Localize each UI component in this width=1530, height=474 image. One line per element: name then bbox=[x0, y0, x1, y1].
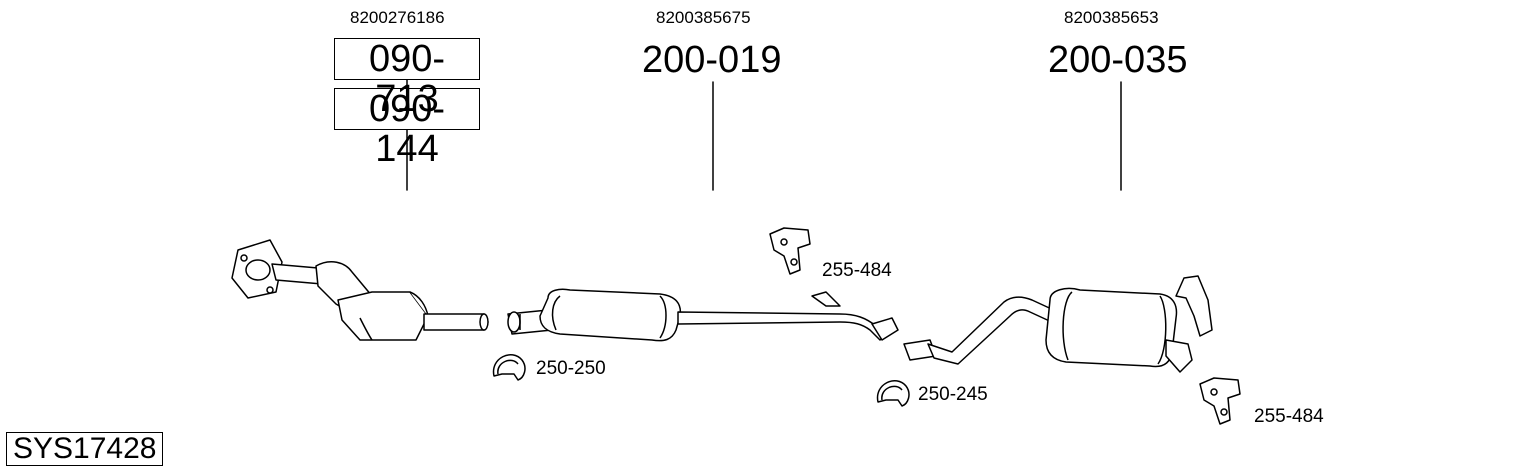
catalytic-converter-part bbox=[231, 239, 489, 341]
oem-number-part-3: 8200385653 bbox=[1064, 8, 1159, 27]
accessory-number-hanger-1[interactable]: 255-484 bbox=[822, 260, 892, 281]
accessory-number-clamp-2[interactable]: 250-245 bbox=[918, 384, 988, 405]
oem-number-part-1: 8200276186 bbox=[350, 8, 445, 27]
accessory-number-clamp-1[interactable]: 250-250 bbox=[536, 358, 606, 379]
clamp-icon bbox=[876, 380, 910, 407]
system-code-label: SYS17428 bbox=[13, 432, 157, 465]
part-number-label: 090-144 bbox=[368, 88, 446, 170]
part-number-200-019[interactable]: 200-019 bbox=[642, 39, 782, 81]
middle-silencer-part bbox=[507, 288, 899, 342]
part-number-box-090-713[interactable]: 090-713 bbox=[334, 38, 480, 119]
system-code-box: SYS17428 bbox=[6, 432, 164, 466]
part-number-label: 090-713 bbox=[368, 38, 446, 120]
rear-silencer-part bbox=[903, 275, 1213, 373]
part-number-box-090-144[interactable]: 090-144 bbox=[334, 88, 480, 169]
part-number-200-035[interactable]: 200-035 bbox=[1048, 39, 1188, 81]
rubber-hanger-icon bbox=[1199, 377, 1241, 425]
accessory-number-hanger-2[interactable]: 255-484 bbox=[1254, 406, 1324, 427]
oem-number-part-2: 8200385675 bbox=[656, 8, 751, 27]
clamp-icon bbox=[492, 354, 526, 381]
rubber-hanger-icon bbox=[769, 227, 811, 275]
